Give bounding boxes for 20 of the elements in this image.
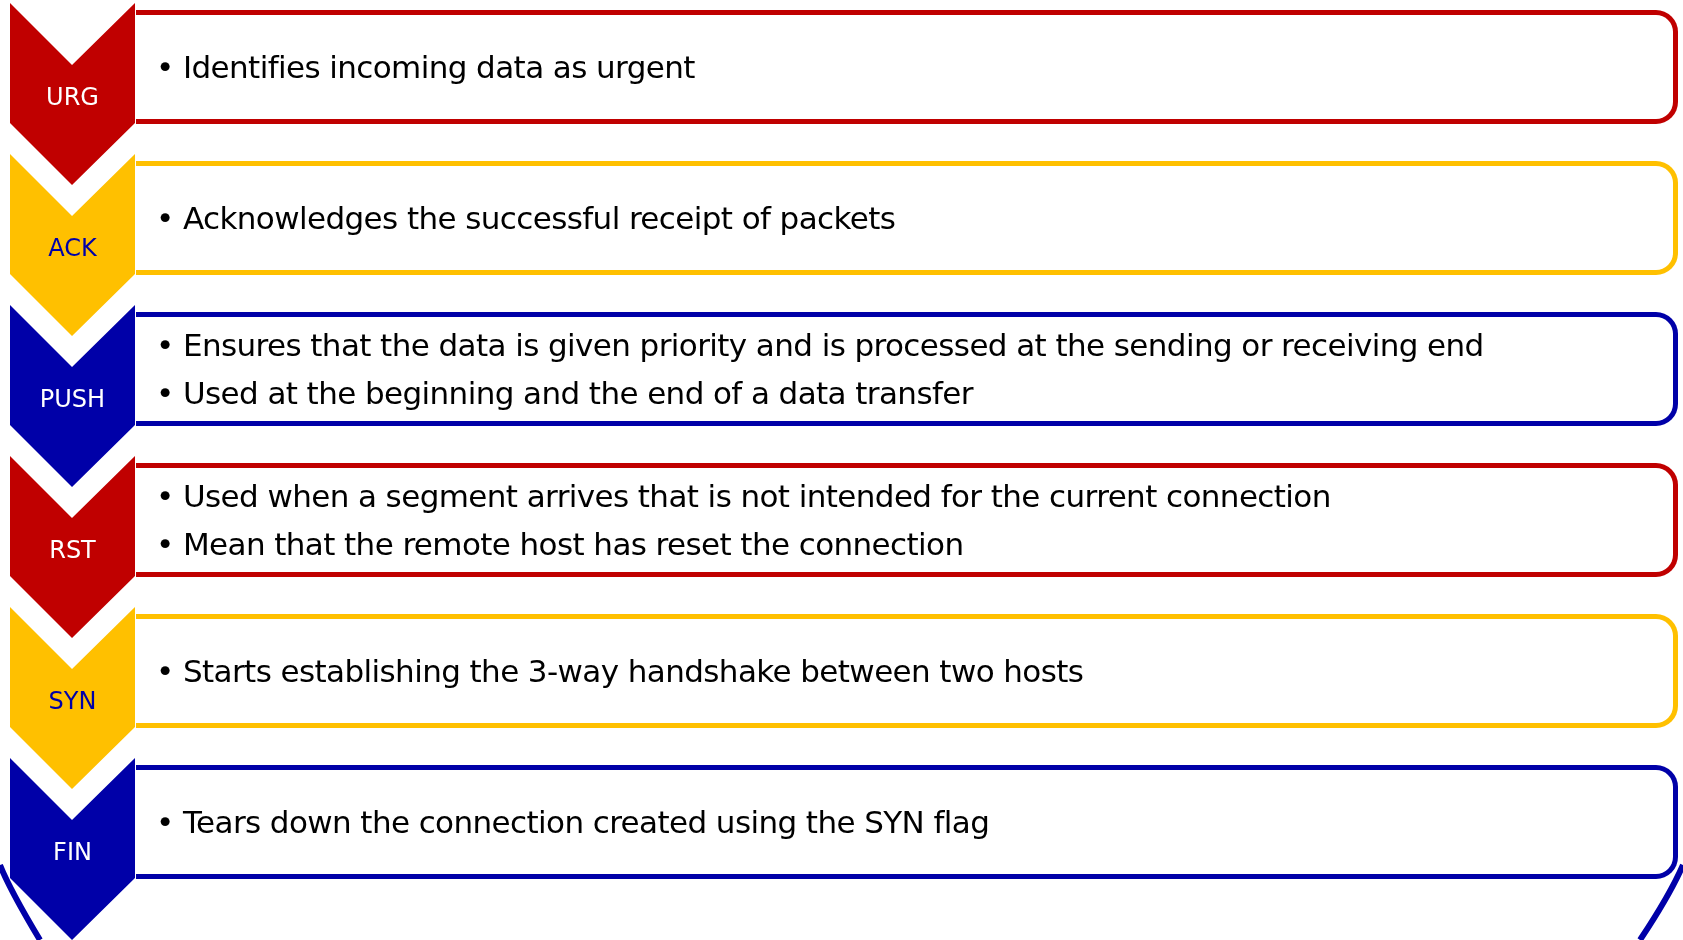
description-box bbox=[136, 312, 1678, 426]
flag-label: URG bbox=[45, 83, 100, 111]
flag-label: PUSH bbox=[38, 385, 107, 413]
description-box bbox=[136, 10, 1678, 124]
bullet-text: • Used at the beginning and the end of a data transfer bbox=[156, 374, 975, 413]
bullet-text: • Mean that the remote host has reset the connection bbox=[156, 525, 965, 564]
bullet-text: • Used when a segment arrives that is not intended for the current connection bbox=[156, 477, 1332, 516]
description-box bbox=[136, 161, 1678, 275]
flag-label: SYN bbox=[47, 687, 98, 715]
bullet-text: • Starts establishing the 3-way handshake between two hosts bbox=[156, 652, 1085, 691]
bullet-text: • Ensures that the data is given priority and is processed at the sending or receiving end bbox=[156, 326, 1485, 365]
flag-label: ACK bbox=[47, 234, 98, 262]
description-box bbox=[136, 765, 1678, 879]
flag-label: FIN bbox=[52, 838, 93, 866]
description-box bbox=[136, 463, 1678, 577]
bullet-text: • Tears down the connection created using the SYN flag bbox=[156, 803, 991, 842]
bullet-text: • Identifies incoming data as urgent bbox=[156, 48, 696, 87]
flag-label: RST bbox=[48, 536, 97, 564]
description-box bbox=[136, 614, 1678, 728]
bullet-text: • Acknowledges the successful receipt of packets bbox=[156, 199, 897, 238]
